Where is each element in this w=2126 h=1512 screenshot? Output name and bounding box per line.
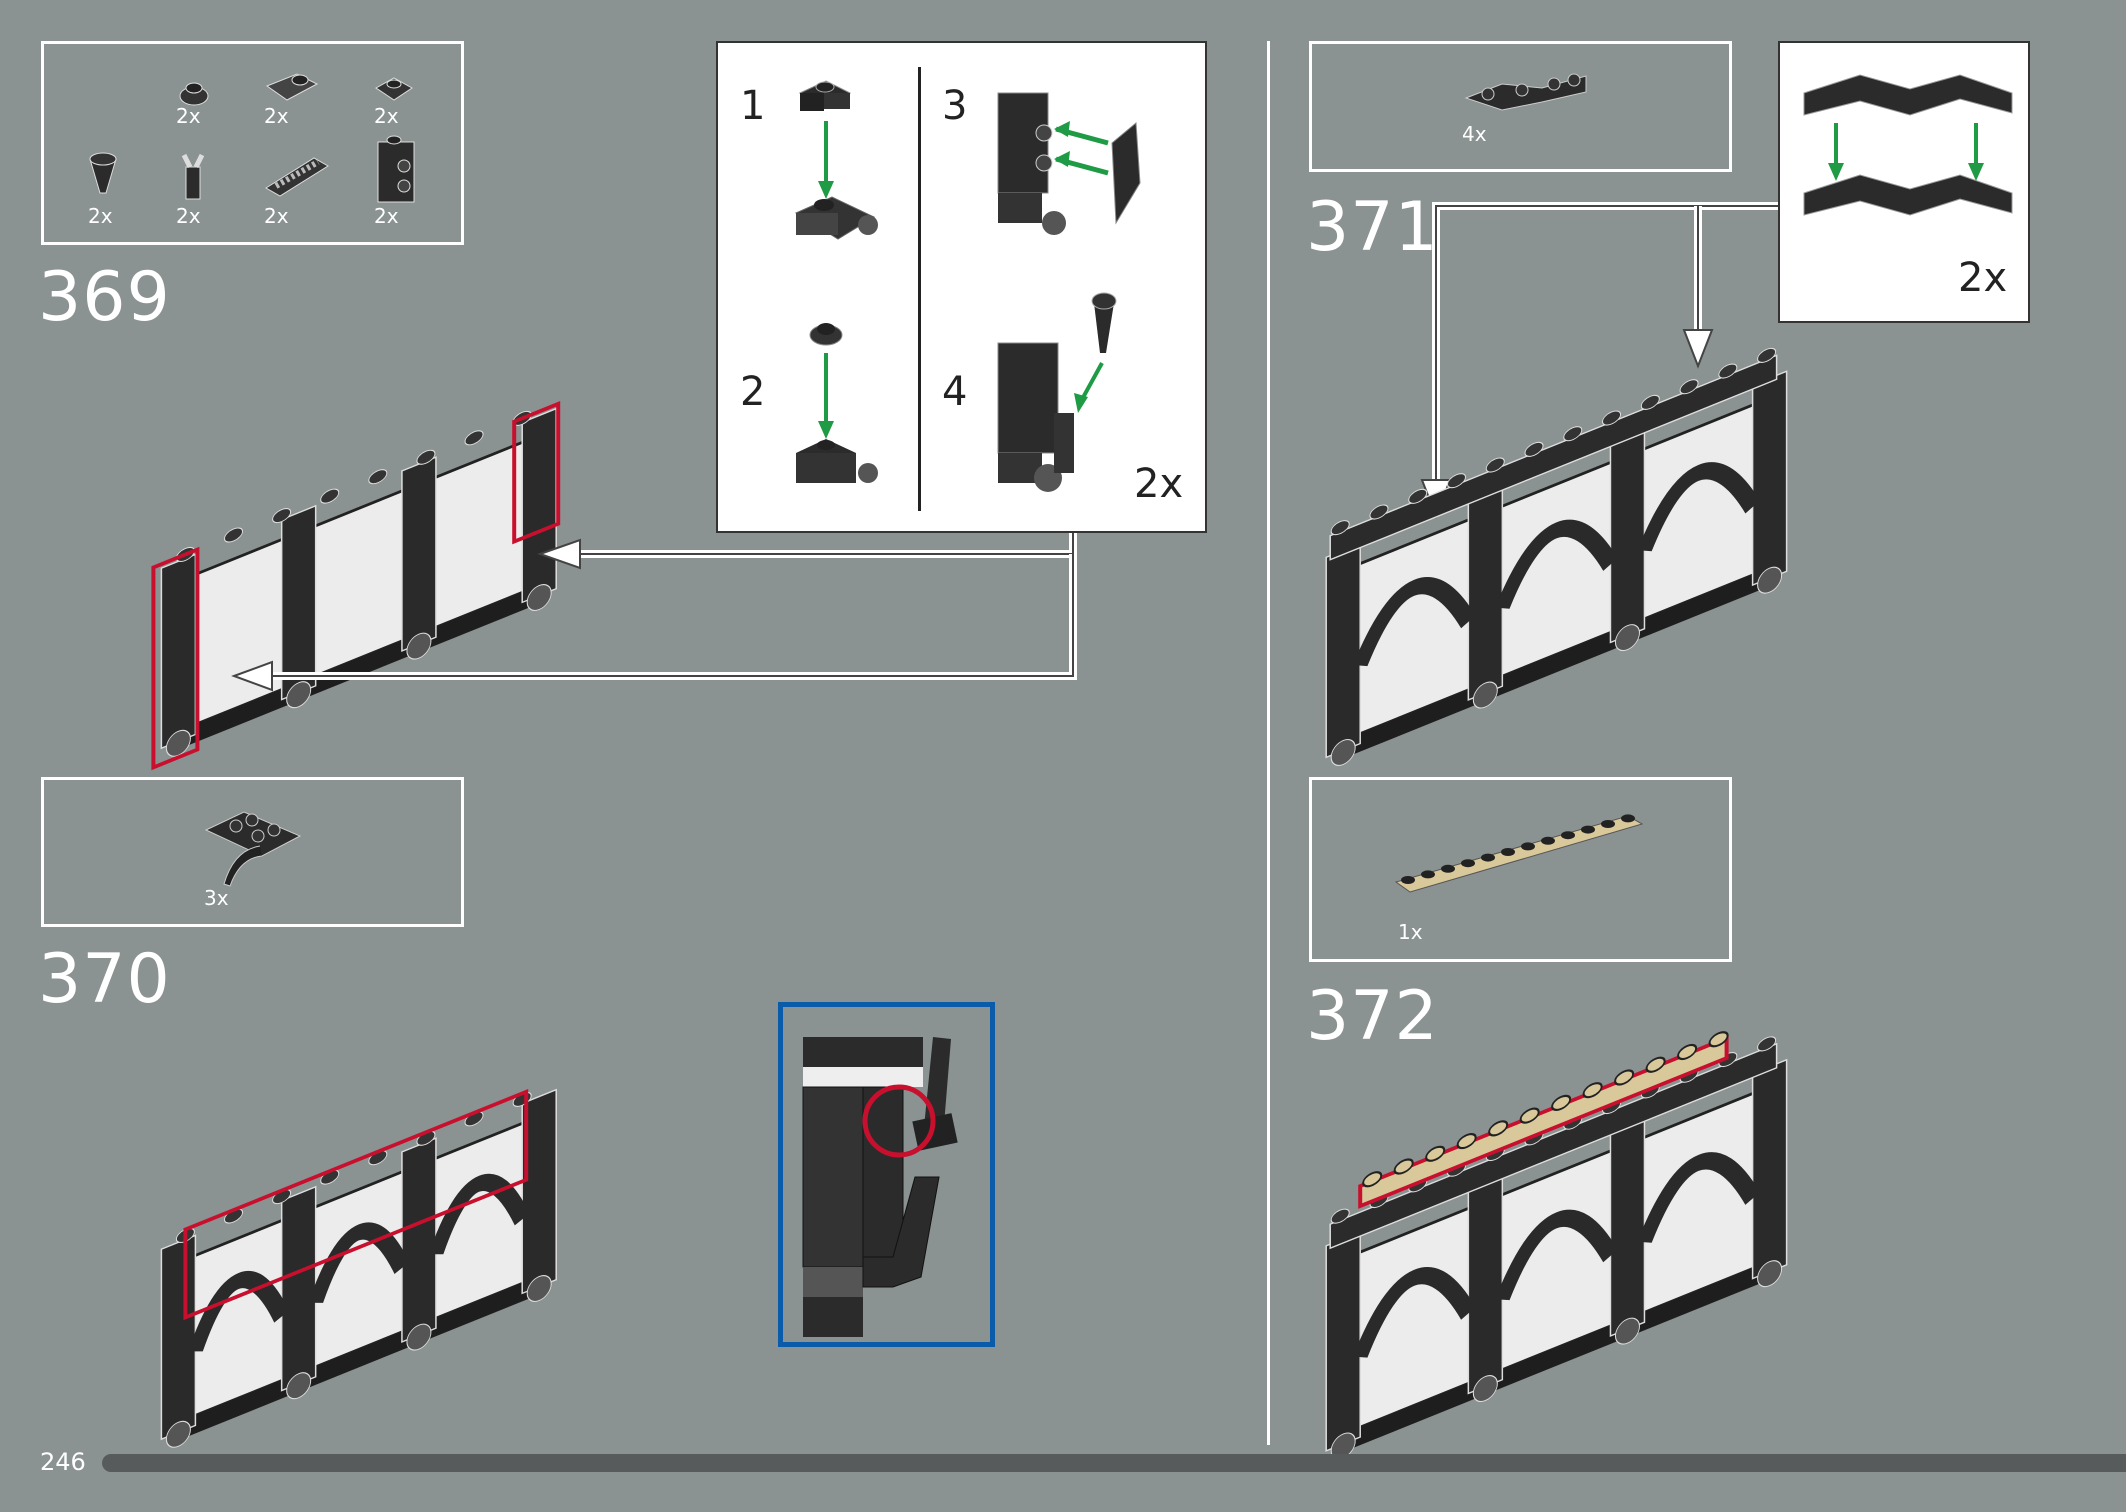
step-number-372: 372 — [1306, 977, 1439, 1056]
parts-list-371: 4x — [1309, 41, 1732, 172]
parts-list-369: 2x 2x 2x 2x 2x 2x 2x — [41, 41, 464, 245]
subassembly-371-illustration — [1803, 74, 2013, 216]
wedge-plate-icon — [1464, 73, 1587, 111]
arrow-head-icon — [231, 660, 273, 692]
substep-4-illustration — [997, 292, 1117, 492]
brick-with-studs-icon — [377, 135, 415, 203]
substep-1-illustration — [794, 80, 878, 240]
plate-1x1-icon — [375, 77, 413, 101]
subassembly-371: 2x — [1778, 41, 2030, 323]
page-number: 246 — [40, 1448, 86, 1476]
tan-plate-1x12-icon — [1394, 814, 1644, 893]
model-step-369 — [151, 401, 561, 771]
model-step-372 — [1325, 1031, 1788, 1460]
detail-callout — [778, 1002, 995, 1347]
arch-icon — [204, 811, 302, 887]
parts-list-372: 1x — [1309, 777, 1732, 962]
page-progress-bar — [102, 1454, 2126, 1472]
highlight-circle-icon — [862, 1084, 936, 1158]
arrow-head-icon — [1682, 329, 1714, 369]
parts-list-370: 3x — [41, 777, 464, 927]
step-number-369: 369 — [38, 258, 171, 337]
bar-holder-clip-icon — [181, 153, 205, 200]
subassembly-369: 1 2 3 4 2x — [716, 41, 1207, 533]
model-step-371 — [1325, 347, 1788, 766]
substep-divider — [918, 67, 921, 511]
arrow-head-icon — [536, 538, 581, 570]
page-divider — [1267, 41, 1270, 1445]
substep-3-illustration — [997, 92, 1141, 235]
model-step-370 — [160, 1088, 557, 1448]
connector-arrows-369 — [231, 533, 1077, 692]
plate-with-clip-icon — [265, 73, 319, 101]
slope-grille-icon — [265, 157, 329, 197]
step-number-371: 371 — [1306, 188, 1439, 267]
detail-illustration — [802, 1037, 958, 1337]
substep-2-illustration — [796, 323, 878, 483]
round-plate-icon — [179, 82, 209, 106]
cone-icon — [89, 152, 117, 194]
step-number-370: 370 — [38, 940, 171, 1019]
